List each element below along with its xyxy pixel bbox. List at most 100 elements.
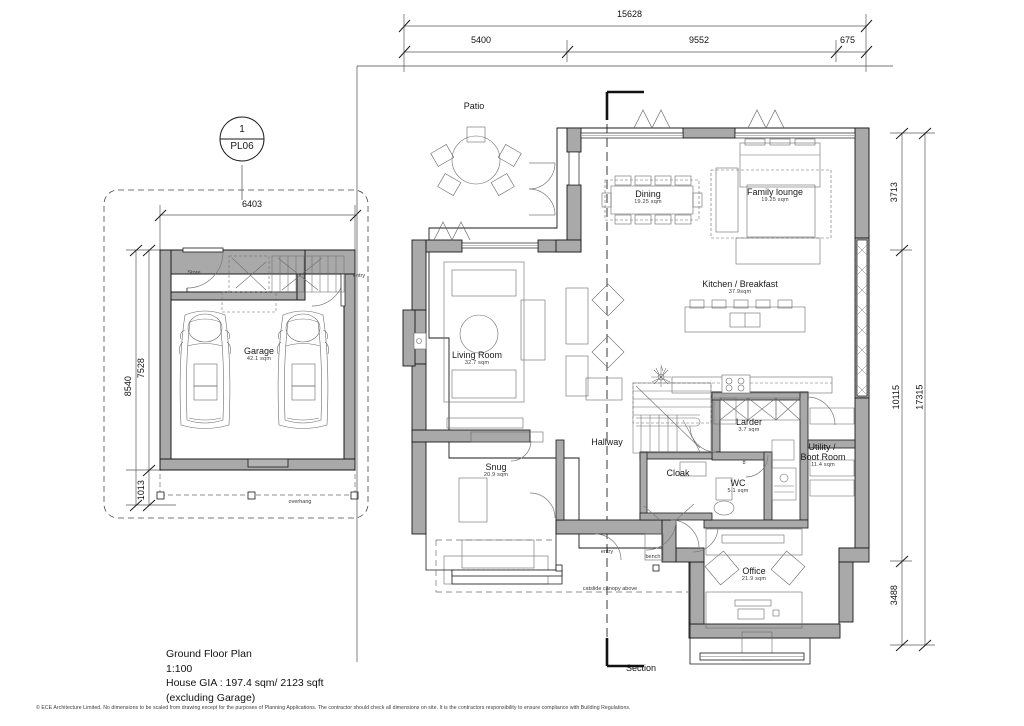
room-area: 11.4 sqm [811,462,835,468]
snug-bay-window [425,520,563,585]
section-marker-bottom [605,638,644,668]
title-block-line-2: 1:100 [166,662,193,675]
room-area: 42.1 sqm [246,356,272,362]
kitchen-run [671,374,833,394]
annotation-label: entry [352,272,366,279]
office-furniture [704,528,806,661]
room-name: Larder [735,417,763,427]
section-marker-label: Section [626,663,657,673]
room-name: Living Room [451,350,503,360]
room-area: 20.9 sqm [483,472,509,478]
room-name: Hallway [591,437,623,447]
room-area: 21.9 sqm [741,576,767,582]
reference-bubble-number: 1 [239,124,245,135]
dimension-garage-left-overall: 8540 [122,376,133,397]
entry-canopy-dashed [435,539,690,593]
room-area: 5.1 sqm [727,488,749,494]
garage-car-left [179,310,231,429]
title-block-line-4: (excluding Garage) [166,691,256,704]
garage-stair [221,255,345,313]
bench [644,533,664,561]
dimension-top-segment-1: 5400 [471,35,492,45]
title-block-line-1: Ground Floor Plan [166,648,252,660]
garage-walls [159,247,356,471]
room-label: Utility / [809,442,836,452]
room-area: 19.25 sqm [761,197,789,203]
room-area: 3.7 sqm [738,427,760,433]
section-marker-top [605,90,644,120]
window-glazing-lines [462,135,855,246]
annotation-label: Store [187,269,201,276]
rooflight-zigzag [433,109,785,241]
office-bay-window [689,638,811,665]
garage-overhang-line [159,470,356,496]
dimension-right-overall: 17315 [914,384,925,410]
room-name: Cloak [666,468,690,478]
garage-car-right [277,310,329,429]
utility-units [771,407,855,501]
room-name: Office [742,566,766,576]
canopy-posts [555,564,660,572]
copyright-disclaimer: © ECE Architecture Limited. No dimension… [36,705,631,711]
room-name: Garage [243,346,275,356]
room-area: 19.25 sqm [634,199,662,205]
doors-swings [510,162,836,561]
dimension-lines-right [890,127,935,652]
room-label: Hallway [591,437,623,447]
site-boundary-main [356,65,893,662]
garage-overhang-posts [156,491,359,500]
patio-table-set [430,126,522,196]
dimension-lines-top [398,14,873,72]
room-name: Boot Room [800,452,846,462]
living-room-furniture [413,261,625,443]
garage-site-boundary [103,189,369,519]
room-name: Utility / [808,442,836,452]
glazing-mullions [461,132,868,397]
room-name: WC [730,478,746,488]
room-name: Dining [635,189,661,199]
room-label: Patio [464,101,485,111]
room-label: Cloak [666,468,689,478]
dimension-garage-top: 6403 [242,199,263,209]
dimension-garage-overhang: 1013 [135,480,146,501]
stair-main [632,382,712,454]
room-name: Family lounge [746,187,804,197]
dimension-top-segment-2: 9552 [689,35,710,45]
dining-table [601,175,703,225]
dimension-right-segment-1: 3713 [888,182,899,203]
plant-decoration [651,364,671,387]
entry-door [645,519,677,551]
house-internal-walls [555,391,856,529]
annotation-label: overhang [288,498,312,505]
dimension-top-overall: 15628 [617,9,643,19]
annotation-label: catslide canopy above [582,585,638,592]
dimension-top-segment-3: 675 [840,35,856,45]
room-name: Snug [485,462,507,472]
annotation-label: 8 [742,459,746,466]
room-area: 32.7 sqm [464,360,490,366]
wc-sanitaryware [679,461,735,516]
room-area: 37.9sqm [728,289,752,295]
room-name: Kitchen / Breakfast [702,279,778,289]
dimension-right-segment-2: 10115 [891,384,902,410]
family-lounge-furniture [710,138,832,265]
external-wall-hatch-right [854,242,870,398]
dimension-right-segment-3: 3488 [888,585,899,606]
reference-bubble-sheet: PL06 [230,141,254,152]
snug-furniture [443,477,549,585]
annotation-label: bench [645,553,661,560]
larder-units [713,397,801,425]
room-name: Patio [463,101,485,111]
kitchen-island [684,299,806,333]
